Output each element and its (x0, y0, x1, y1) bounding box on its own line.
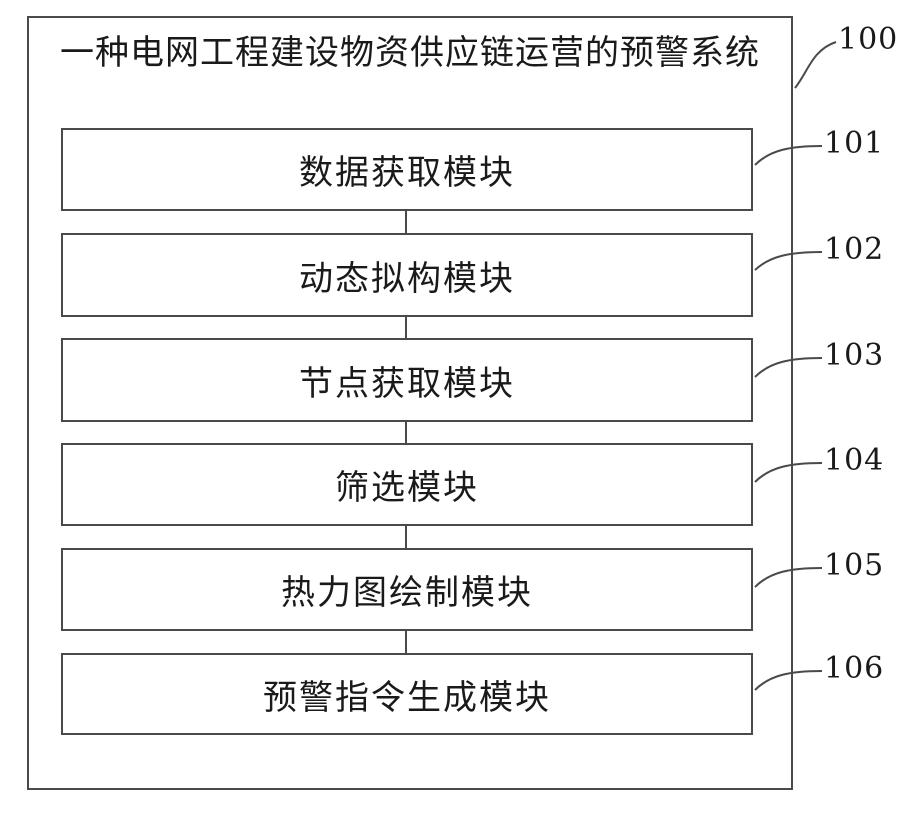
module-data-acquisition: 数据获取模块 (61, 128, 753, 211)
ref-label-101: 101 (824, 126, 884, 161)
ref-label-104: 104 (824, 443, 884, 478)
module-node-acquisition: 节点获取模块 (61, 338, 753, 422)
system-title: 一种电网工程建设物资供应链运营的预警系统 (30, 26, 790, 80)
leader-line-100 (795, 42, 836, 88)
module-dynamic-construction: 动态拟构模块 (61, 233, 753, 317)
ref-label-106: 106 (824, 651, 884, 686)
ref-label-105: 105 (824, 548, 884, 583)
ref-label-102: 102 (824, 232, 884, 267)
module-warning-instruction: 预警指令生成模块 (61, 653, 753, 735)
module-screening: 筛选模块 (61, 443, 753, 526)
ref-label-103: 103 (824, 338, 884, 373)
ref-label-100: 100 (838, 22, 898, 57)
module-heatmap-drawing: 热力图绘制模块 (61, 548, 753, 631)
